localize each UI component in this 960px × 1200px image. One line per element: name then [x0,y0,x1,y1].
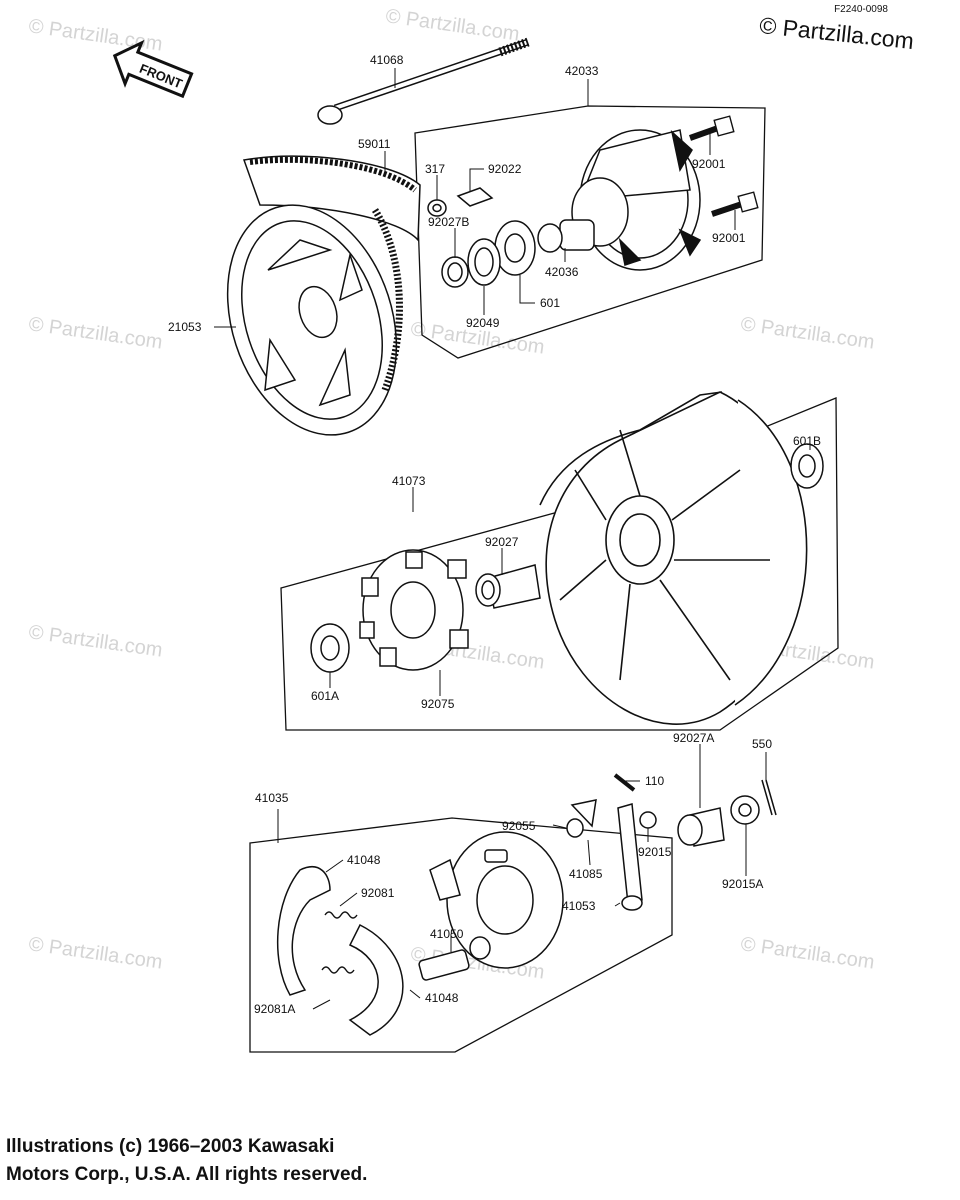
part-label: 92027 [485,535,519,549]
part-label: 42036 [545,265,579,279]
part-label: 21053 [168,320,202,334]
spring-92081 [324,911,358,919]
plate-92022 [456,187,494,207]
brake-lever-41053 [617,803,643,911]
copyright-line-2: Motors Corp., U.S.A. All rights reserved… [6,1164,368,1185]
part-label: 601B [793,434,821,448]
watermark: © Partzilla.com [27,15,164,56]
copyright-line-1: Illustrations (c) 1966–2003 Kawasaki [6,1136,335,1157]
part-label: 42033 [565,64,599,78]
part-label: 41035 [255,791,289,805]
part-label: 92001 [692,157,726,171]
washer-92055 [566,818,584,838]
part-label: 59011 [358,137,391,151]
part-label: 92055 [502,819,536,833]
part-label: 41053 [562,899,596,913]
part-label: 92075 [421,697,455,711]
watermark: © Partzilla.com [384,5,521,46]
part-label: 92081 [361,886,395,900]
cotter-pin-550 [761,779,777,816]
part-label: 41068 [370,53,404,67]
leader-lines [214,68,811,1010]
brake-shoe-41048-upper [276,866,331,996]
bolt-110 [613,773,636,792]
part-label: 92027B [428,215,469,229]
watermark: © Partzilla.com [27,621,164,662]
part-label: 92027A [673,731,714,745]
collar-92027 [475,564,541,609]
part-label: 41085 [569,867,603,881]
part-label: 92022 [488,162,522,176]
brake-panel [429,831,564,969]
part-label: 550 [752,737,772,751]
part-label: 92015 [638,845,672,859]
part-label: 92001 [712,231,746,245]
brake-assembly-outline [249,817,673,1053]
camshaft-41050 [418,949,470,981]
damper-92075 [359,549,469,671]
part-label: 92081A [254,1002,295,1016]
bearing-601A [310,623,350,673]
figure-reference: F2240-0098 [834,4,888,15]
part-label: 41073 [392,474,426,488]
watermark: © Partzilla.com [27,313,164,354]
bolt-92001-upper [688,115,735,141]
part-label: 41050 [430,927,464,941]
part-label: 317 [425,162,445,176]
watermark: © Partzilla.com [27,933,164,974]
part-label: 41048 [425,991,459,1005]
part-label: 92049 [466,316,500,330]
watermark: © Partzilla.com [739,933,876,974]
part-label: 92015A [722,877,763,891]
indicator-41085 [570,799,597,828]
part-label: 601A [311,689,339,703]
bearing-601B [790,443,824,489]
brake-shoe-41048-lower [348,923,404,1036]
part-label: 110 [645,774,664,788]
part-label: 41048 [347,853,381,867]
bolt-92001-lower [711,191,759,217]
copyright-notice: Illustrations (c) 1966–2003 Kawasaki Mot… [6,1133,367,1189]
collar-92027A [677,807,725,847]
spring-92081A [321,966,355,974]
nut-92015 [639,811,657,829]
bearing-601 [494,220,536,276]
collar-92027B [441,256,469,288]
hub-42036 [537,129,702,271]
watermark: © Partzilla.com [739,313,876,354]
oil-seal-92049 [467,238,501,286]
wheel-41073 [539,391,808,725]
nut-317 [427,199,447,217]
part-label: 601 [540,296,560,310]
part-labels: 41068 42033 59011 317 92022 92001 92001 … [168,53,821,1016]
nut-92015A [730,795,760,825]
axle-41068 [317,37,530,125]
pulley-21053 [226,155,421,436]
